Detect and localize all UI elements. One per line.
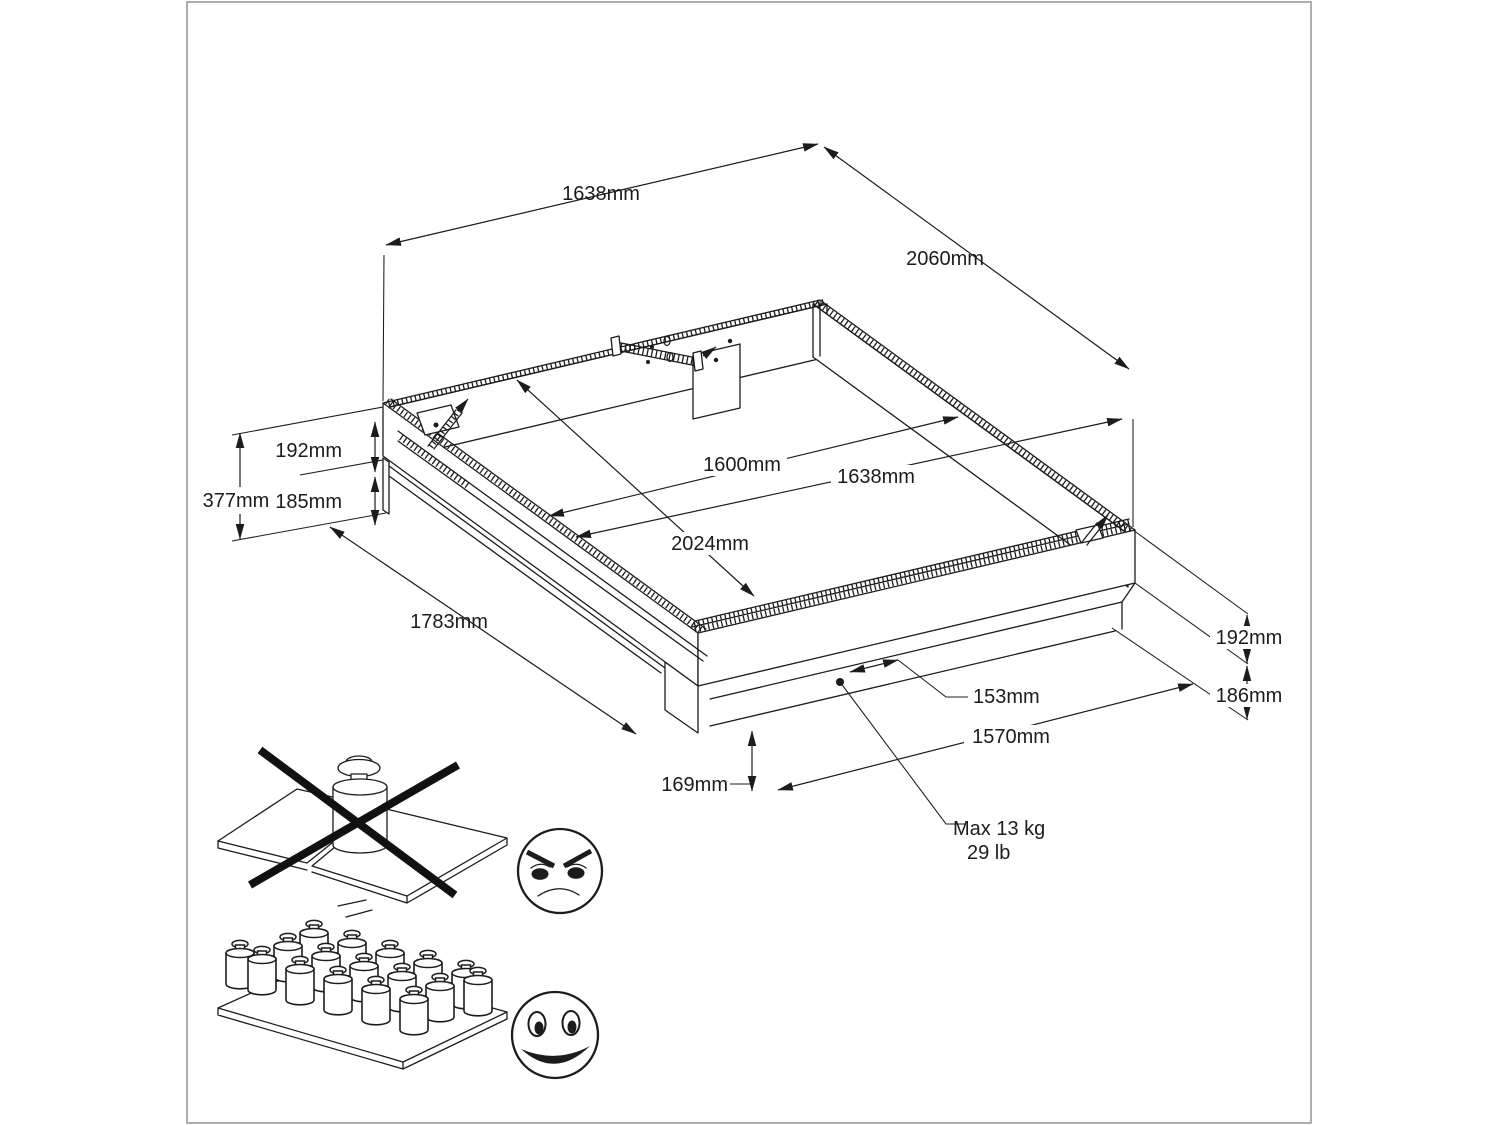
front-left-leg: [664, 661, 699, 734]
distributed-load-board-icon: [217, 919, 508, 1070]
prohibition-cross-icon: [248, 746, 460, 899]
dim-line-1783: [329, 526, 637, 735]
dim-left-rail-height-label: 192mm: [275, 440, 342, 462]
mounting-hole: [663, 335, 671, 347]
corner-bracket-left: [416, 398, 469, 450]
dimension-labels: 1638mm 2060mm 1600mm 1638mm 2024mm 192mm…: [202, 183, 1288, 864]
dim-line-outer-length: [823, 146, 1130, 370]
dim-inner-width-label: 1600mm: [703, 454, 781, 476]
max-load-kg-label: Max 13 kg: [953, 818, 1045, 840]
max-load-lb-label: 29 lb: [967, 842, 1010, 864]
dim-right-lower-height-label: 186mm: [1216, 685, 1283, 707]
hatch-back-left-rail: [385, 299, 825, 408]
hatch-front-right-rail: [694, 524, 1133, 633]
dim-outer-width-label: 1638mm: [562, 183, 640, 205]
dim-plinth-inset-label: 153mm: [973, 686, 1040, 708]
dim-1783-label: 1783mm: [410, 611, 488, 633]
plinth-left-end: [382, 457, 390, 515]
happy-face-icon: [510, 990, 600, 1080]
dim-line-outer-width: [385, 143, 819, 246]
metal-center-rail: [615, 341, 698, 359]
dim-plinth-height-label: 169mm: [661, 774, 728, 796]
angry-face-icon: [516, 827, 604, 915]
mounting-hole: [666, 351, 674, 363]
dim-line-inner-length: [516, 379, 755, 597]
dim-left-lower-height-label: 185mm: [275, 491, 342, 513]
dim-outer-length-label: 2060mm: [906, 248, 984, 270]
max-load-leader: [839, 681, 966, 825]
dim-right-rail-height-label: 192mm: [1216, 627, 1283, 649]
dim-left-total-height-label: 377mm: [203, 490, 270, 512]
dim-overall-width-label: 1638mm: [837, 466, 915, 488]
overloaded-board-icon: [217, 746, 508, 918]
dim-plinth-width-label: 1570mm: [972, 726, 1050, 748]
dim-inner-length-label: 2024mm: [671, 533, 749, 555]
